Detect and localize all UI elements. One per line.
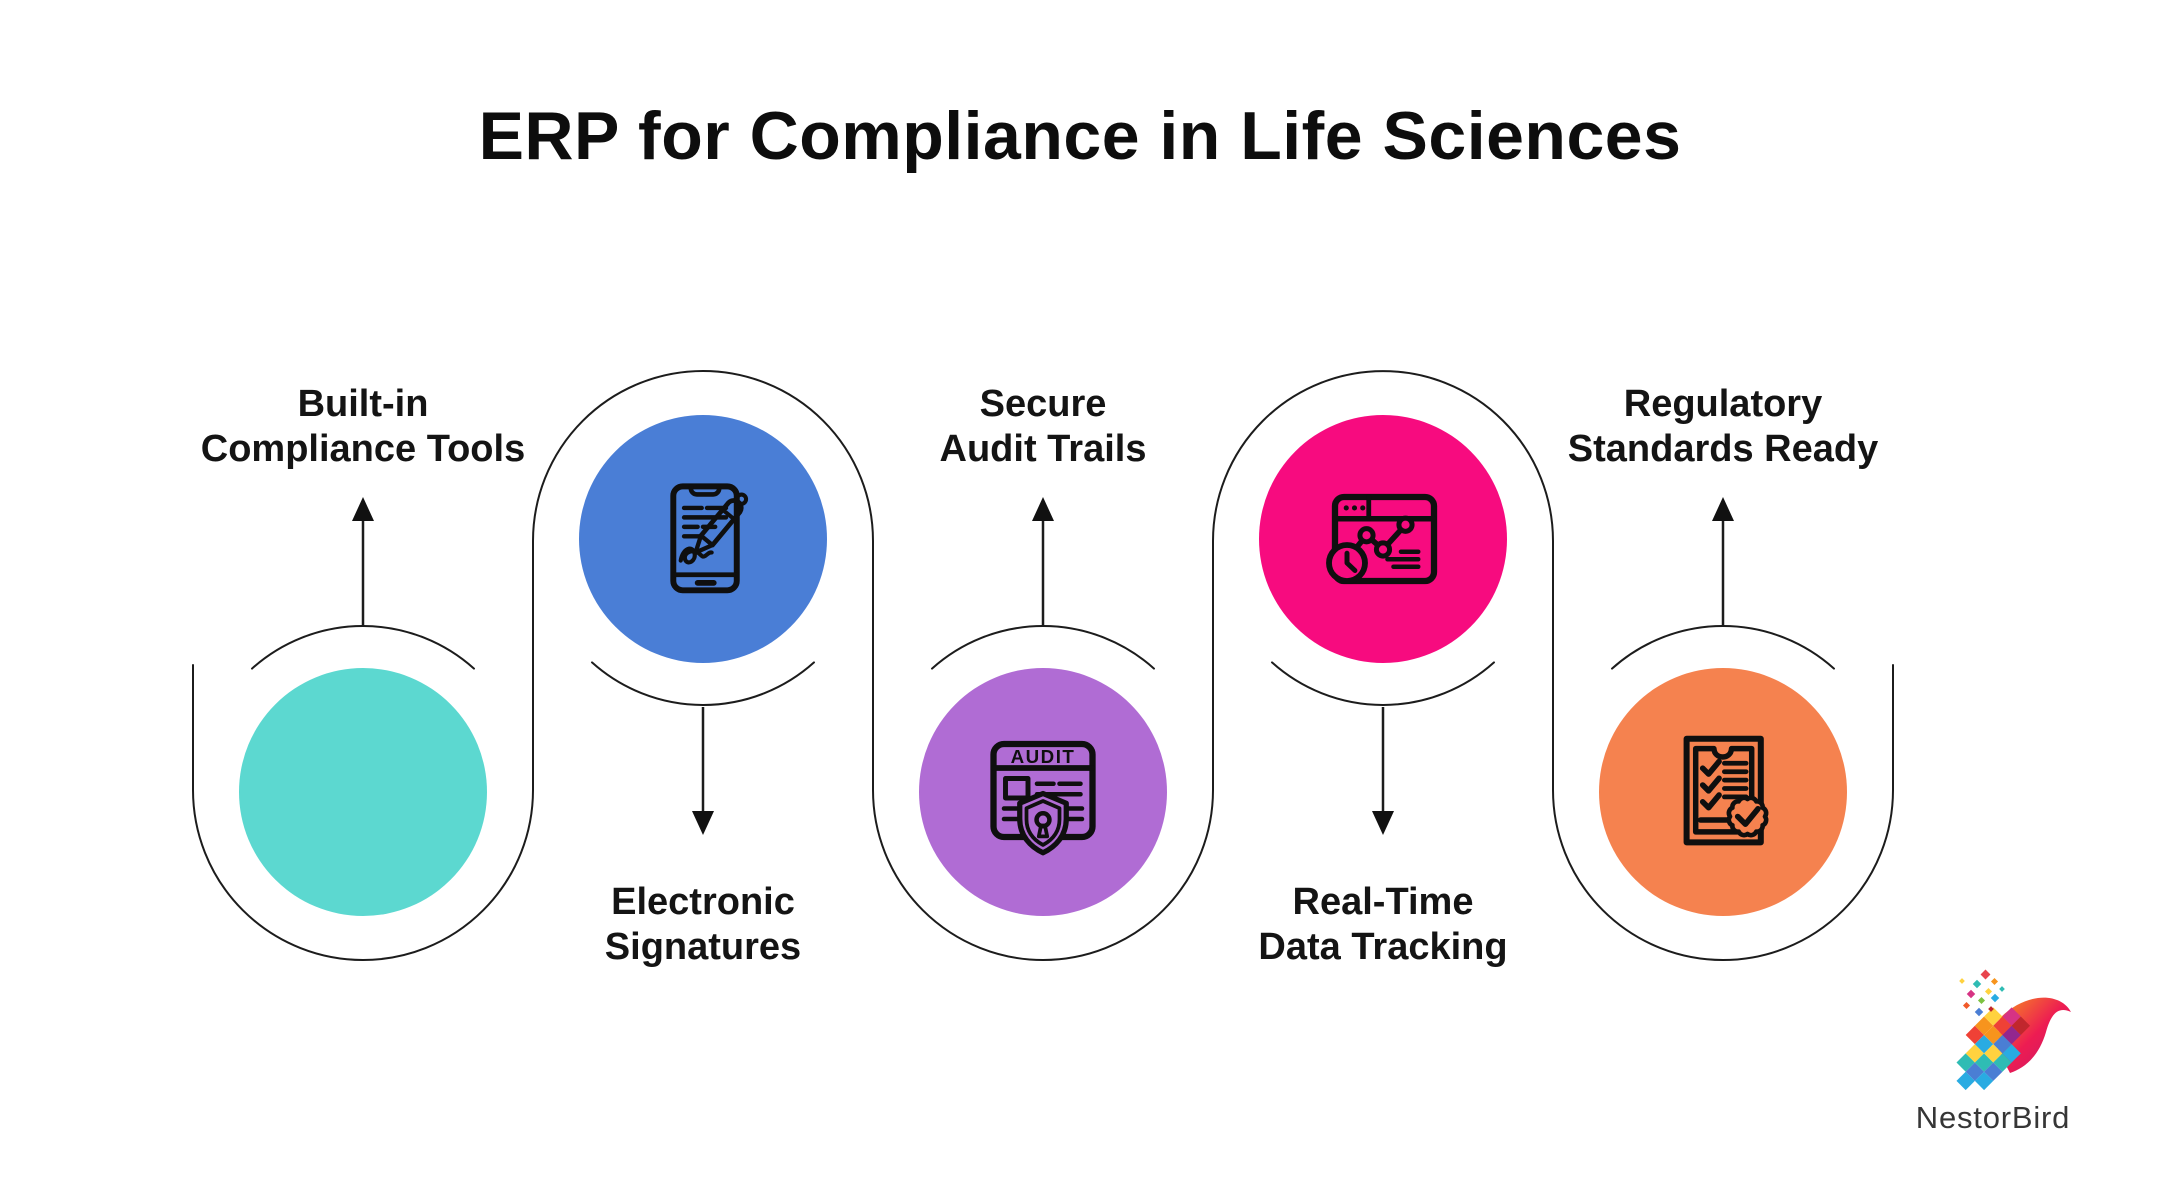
step-label-line: Secure [979,383,1107,425]
step-circle-built-in-compliance [239,668,487,916]
step-label-line: Regulatory [1623,383,1823,425]
page-title: ERP for Compliance in Life Sciences [478,98,1682,174]
step-label-realtime-data-tracking: Real-Time Data Tracking [1153,880,1613,970]
step-label-regulatory-standards-ready: Regulatory Standards Ready [1493,382,1953,472]
step-label-line: Audit Trails [939,428,1147,470]
up-arrow-step5 [1712,497,1734,626]
step-circle-regulatory-standards [1599,668,1847,916]
certification-badge [1726,795,1769,838]
step-label-electronic-signatures: Electronic Signatures [473,880,933,970]
pocket-arc-under-step2 [591,661,815,706]
audit-shield-icon: AUDIT [990,740,1096,856]
step-label-line: Signatures [604,926,802,968]
down-arrow-step4 [1372,707,1394,835]
realtime-chart-clock-icon [1326,493,1438,585]
electronic-signature-icon [670,483,749,594]
step-label-secure-audit-trails: Secure Audit Trails [813,382,1273,472]
nestorbird-logo: NestorBird [1878,966,2108,1136]
pocket-arc-over-step3 [931,625,1155,670]
pocket-arc-over-step5 [1611,625,1835,670]
nestorbird-logo-text: NestorBird [1915,1100,2071,1135]
step-label-line: Standards Ready [1567,428,1879,470]
nestorbird-bird-icon [1956,969,2071,1091]
step-label-line: Built-in [297,383,429,425]
step-label-line: Real-Time [1292,881,1474,923]
step-label-built-in-compliance-tools: Built-in Compliance Tools [133,382,593,472]
up-arrow-step3 [1032,497,1054,626]
pocket-arc-over-step1 [251,625,475,670]
step-label-line: Electronic [611,881,795,923]
step-label-line: Data Tracking [1258,926,1508,968]
bird-confetti-pixels [1959,969,2005,1017]
audit-icon-text: AUDIT [1011,746,1076,767]
serpentine-track [192,370,1894,961]
step-label-line: Compliance Tools [200,428,526,470]
pocket-arc-under-step4 [1271,661,1495,706]
down-arrow-step2 [692,707,714,835]
checklist-badge-icon [1683,735,1769,846]
step-circle-realtime-data-tracking [1259,415,1507,663]
up-arrow-step1 [352,497,374,626]
